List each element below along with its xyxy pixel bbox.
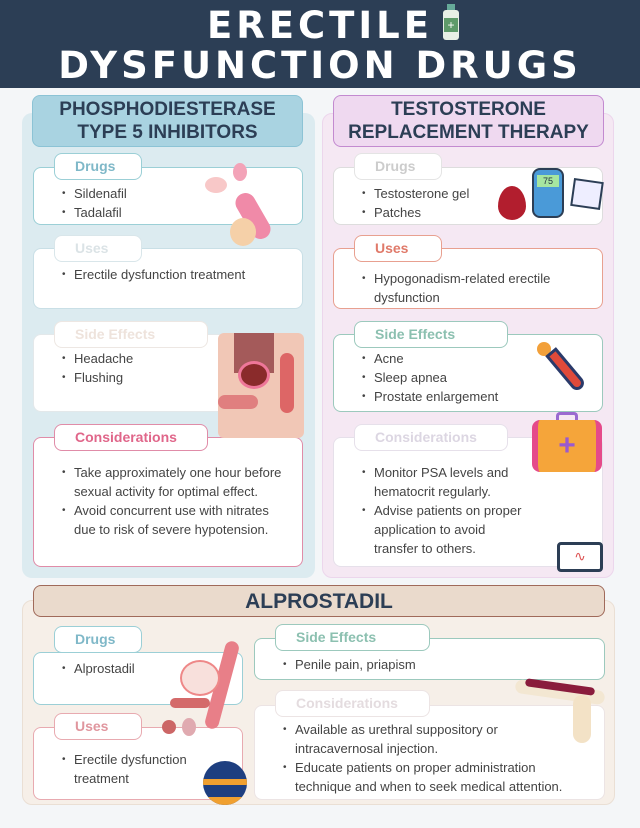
blood-drop-glucometer-characters-illustration: 75 xyxy=(488,160,618,235)
list-item: Advise patients on proper application to… xyxy=(362,501,532,558)
reproductive-anatomy-illustration xyxy=(205,153,300,248)
list-item: Sleep apnea xyxy=(362,368,582,387)
list-item: Avoid concurrent use with nitrates due t… xyxy=(62,501,282,539)
list-item: Tadalafil xyxy=(62,203,282,222)
list-item: Patches xyxy=(362,203,582,222)
list-item: Take approximately one hour before sexua… xyxy=(62,463,282,501)
title-line-2: DYSFUNCTION DRUGS xyxy=(58,44,582,87)
pde5-heading: PHOSPHODIESTERASE TYPE 5 INHIBITORS xyxy=(32,95,303,147)
list-item: Acne xyxy=(362,349,582,368)
alprostadil-side-effects-label: Side Effects xyxy=(275,624,430,651)
trt-considerations-label: Considerations xyxy=(354,424,508,451)
list-item: Penile pain, priapism xyxy=(283,655,584,674)
list-item: Available as urethral suppository or int… xyxy=(283,720,584,758)
title-line-1: ERECTILE xyxy=(206,4,434,47)
pde5-uses-label: Uses xyxy=(54,235,142,262)
alprostadil-considerations-label: Considerations xyxy=(275,690,430,717)
pill-icon xyxy=(203,761,247,805)
pde5-uses-card: Erectile dysfunction treatment xyxy=(33,248,303,309)
alprostadil-uses-label: Uses xyxy=(54,713,142,740)
heart-monitor-icon: ∿ xyxy=(557,542,603,572)
trt-drugs-label: Drugs xyxy=(354,153,442,180)
trt-side-effects-label: Side Effects xyxy=(354,321,508,348)
list-item: Erectile dysfunction treatment xyxy=(62,750,192,788)
test-tube-dropper-icon xyxy=(535,338,590,393)
pde5-considerations-label: Considerations xyxy=(54,424,208,451)
alprostadil-considerations-card: Available as urethral suppository or int… xyxy=(254,705,605,800)
alprostadil-heading: ALPROSTADIL xyxy=(33,585,605,617)
list-item: Hypogonadism-related erectile dysfunctio… xyxy=(362,269,582,307)
pde5-side-effects-label: Side Effects xyxy=(54,321,208,348)
pelvic-anatomy-illustration xyxy=(218,333,304,438)
list-item: Alprostadil xyxy=(62,659,222,678)
medicine-bottle-icon: + xyxy=(441,4,461,40)
alprostadil-drugs-label: Drugs xyxy=(54,626,142,653)
list-item: Erectile dysfunction treatment xyxy=(62,265,282,284)
first-aid-kit-icon: + xyxy=(532,412,602,472)
header-banner: ERECTILE + DYSFUNCTION DRUGS xyxy=(0,0,640,88)
urethral-suppository-illustration xyxy=(505,665,610,745)
male-anatomy-illustration xyxy=(160,639,245,740)
list-item: Educate patients on proper administratio… xyxy=(283,758,584,796)
list-item: Sildenafil xyxy=(62,184,282,203)
trt-uses-label: Uses xyxy=(354,235,442,262)
meter-reading: 75 xyxy=(537,175,559,187)
list-item: Prostate enlargement xyxy=(362,387,582,406)
trt-heading: TESTOSTERONE REPLACEMENT THERAPY xyxy=(333,95,604,147)
list-item: Testosterone gel xyxy=(362,184,582,203)
list-item: Headache xyxy=(62,349,282,368)
list-item: Monitor PSA levels and hematocrit regula… xyxy=(362,463,532,501)
pde5-considerations-card: Take approximately one hour before sexua… xyxy=(33,437,303,567)
pde5-drugs-label: Drugs xyxy=(54,153,142,180)
list-item: Flushing xyxy=(62,368,282,387)
